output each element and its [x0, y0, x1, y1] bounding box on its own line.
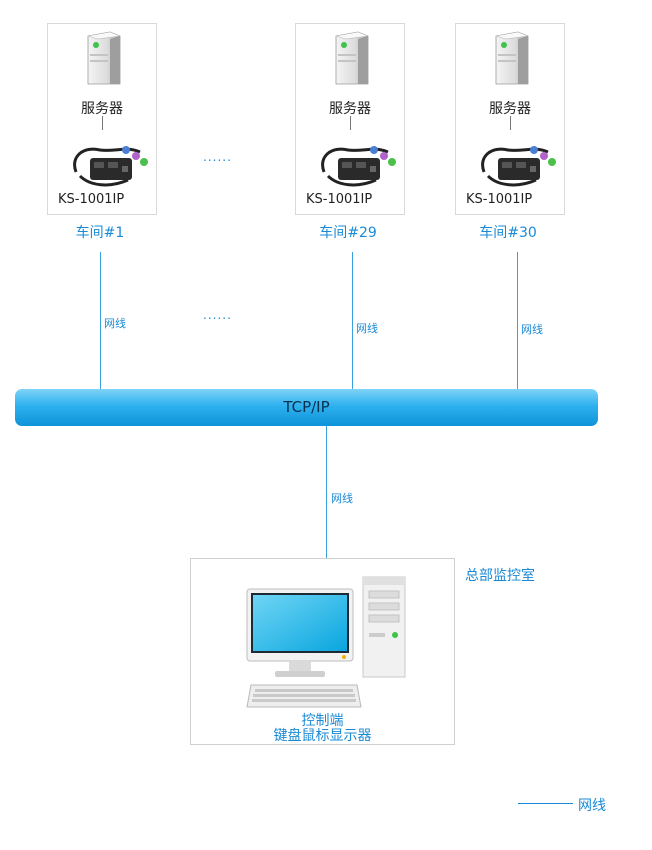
- cable-line-29: [352, 252, 353, 389]
- monitor-icon: [246, 588, 354, 677]
- cable-label-30: 网线: [521, 323, 543, 336]
- kvm-extender-icon: [318, 142, 398, 192]
- cable-label-29: 网线: [356, 322, 378, 335]
- workstation-box-29: 服务器 KS-1001IP: [295, 23, 405, 215]
- connector-line: [510, 116, 511, 130]
- legend-line: [518, 803, 573, 804]
- connector-line: [350, 116, 351, 130]
- device-model: KS-1001IP: [466, 192, 533, 207]
- server-label: 服务器: [329, 101, 371, 117]
- cable-label-hq: 网线: [331, 492, 353, 505]
- cable-line-1: [100, 252, 101, 389]
- control-label-line1: 控制端: [301, 713, 344, 729]
- hq-control-box: 控制端 键盘鼠标显示器: [190, 558, 455, 745]
- workstation-name-30: 车间#30: [479, 225, 537, 241]
- device-model: KS-1001IP: [58, 192, 125, 207]
- kvm-extender-icon: [478, 142, 558, 192]
- ellipsis-top: ......: [203, 150, 232, 164]
- workstation-box-30: 服务器 KS-1001IP: [455, 23, 565, 215]
- connector-line: [102, 116, 103, 130]
- workstation-box-1: 服务器 KS-1001IP: [47, 23, 157, 215]
- server-label: 服务器: [489, 101, 531, 117]
- ellipsis-middle: ......: [203, 308, 232, 322]
- hq-room-label: 总部监控室: [465, 568, 535, 584]
- device-model: KS-1001IP: [306, 192, 373, 207]
- server-icon: [488, 30, 532, 86]
- server-label: 服务器: [81, 101, 123, 117]
- legend-label: 网线: [578, 798, 606, 814]
- server-icon: [328, 30, 372, 86]
- cable-line-hq: [326, 426, 327, 560]
- cable-label-1: 网线: [104, 317, 126, 330]
- network-label: TCP/IP: [283, 398, 330, 416]
- kvm-extender-icon: [70, 142, 150, 192]
- keyboard-icon: [246, 684, 362, 708]
- server-icon: [80, 30, 124, 86]
- cable-line-30: [517, 252, 518, 389]
- pc-tower-icon: [362, 576, 406, 678]
- tcpip-network-bus: TCP/IP: [15, 389, 598, 426]
- control-label-line2: 键盘鼠标显示器: [273, 728, 372, 744]
- workstation-name-29: 车间#29: [319, 225, 377, 241]
- workstation-name-1: 车间#1: [75, 225, 125, 241]
